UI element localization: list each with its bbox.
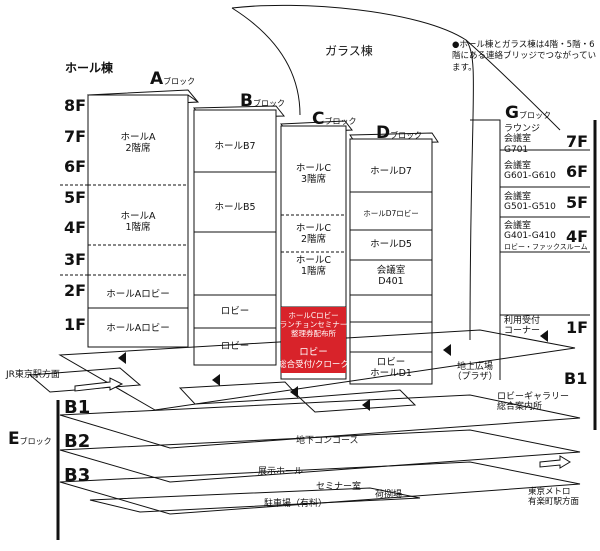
b3-plate	[59, 461, 581, 515]
glass-g-column	[470, 119, 501, 380]
block-e-label: Eブロック	[8, 429, 52, 449]
hall-c-2f-seats: ホールC 2階席	[295, 223, 332, 245]
seminar-room: セミナー室	[316, 482, 362, 492]
hall-b5: ホールB5	[214, 202, 256, 213]
hall-c-3f-seats: ホールC 3階席	[295, 163, 332, 185]
block-b-label: Bブロック	[240, 91, 285, 111]
g5-meeting: 会議室 G501-G510	[504, 192, 556, 213]
block-g-label: Gブロック	[505, 103, 551, 123]
hall-b7: ホールB7	[214, 141, 256, 152]
block-a-label: Aブロック	[150, 69, 196, 89]
bridge-note: ●ホール棟とガラス棟は4階・5階・6階にある連絡ブリッジでつながっています。	[452, 40, 597, 73]
g6-meeting: 会議室 G601-G610	[504, 161, 556, 182]
g4-meeting: 会議室 G401-G410	[504, 221, 556, 242]
floor-5f: 5F	[64, 188, 87, 207]
hall-a-2f-seats: ホールA 2階席	[120, 132, 156, 154]
hall-a-lobby-2f: ホールAロビー	[106, 289, 170, 300]
general-reception-cloak: 総合受付/クローク	[278, 360, 349, 370]
lobby-hall-d1: ロビー ホールD1	[370, 357, 412, 379]
exhibition-hall: 展示ホール	[258, 467, 304, 477]
hall-d7: ホールD7	[370, 166, 412, 177]
g-floor-b1: B1	[564, 369, 588, 388]
ground-plaza: 地上広場 （プラザ）	[452, 362, 498, 383]
b1-plate	[59, 394, 581, 449]
g-floor-6f: 6F	[566, 162, 589, 181]
g4-lobby-fax: ロビー・ファックスルーム	[504, 243, 588, 251]
reception-highlight	[281, 307, 346, 373]
hall-c-lobby-luncheon: ホールCロビー ランチョンセミナー 整理券配布所	[279, 311, 348, 338]
hall-a-lobby-1f: ホールAロビー	[106, 323, 170, 334]
b-lobby-2f: ロビー	[220, 306, 250, 317]
basement-b1: B1	[64, 397, 91, 418]
glass-building-side	[465, 39, 561, 131]
hall-building-title: ホール棟	[65, 61, 114, 75]
floor-1f: 1F	[64, 315, 87, 334]
b2-plate	[59, 429, 581, 483]
jr-tokyo-direction: JR東京駅方面	[6, 370, 60, 380]
hall-c-1f-seats: ホールC 1階席	[295, 255, 332, 277]
parking-paid: 駐車場（有料）	[264, 499, 328, 509]
floor-6f: 6F	[64, 157, 87, 176]
floor-4f: 4F	[64, 218, 87, 237]
meeting-room-d401: 会議室 D401	[376, 265, 406, 287]
hall-a-1f-seats: ホールA 1階席	[120, 211, 156, 233]
floor-8f: 8F	[64, 96, 87, 115]
g-floor-1f: 1F	[566, 318, 589, 337]
g-floor-7f: 7F	[566, 132, 589, 151]
usage-reception-corner: 利用受付 コーナー	[504, 316, 541, 337]
block-d-shape	[349, 132, 439, 385]
hall-d5: ホールD5	[370, 239, 412, 250]
block-d-label: Dブロック	[376, 123, 423, 143]
floor-3f: 3F	[64, 250, 87, 269]
block-c-label: Cブロック	[312, 109, 357, 129]
basement-b3: B3	[64, 465, 91, 486]
b-lobby-1f: ロビー	[220, 341, 250, 352]
loading-dock: 荷捌場	[375, 490, 403, 500]
underground-concourse: 地下コンコース	[296, 436, 359, 446]
glass-building-title: ガラス棟	[325, 44, 373, 58]
lobby-gallery-info: ロビーギャラリー 総合案内所	[497, 392, 570, 413]
metro-yurakucho-direction: 東京メトロ 有楽町駅方面	[528, 487, 580, 507]
g-floor-4f: 4F	[566, 227, 589, 246]
block-a-shape	[86, 89, 200, 348]
hall-d7-lobby: ホールD7ロビー	[363, 209, 419, 218]
basement-b2: B2	[64, 431, 91, 452]
floor-2f: 2F	[64, 281, 87, 300]
c-lobby: ロビー	[299, 347, 328, 358]
g-floor-5f: 5F	[566, 193, 589, 212]
block-b-shape	[192, 105, 286, 366]
g701-lounge: ラウンジ 会議室 G701	[504, 124, 541, 155]
floor-7f: 7F	[64, 127, 87, 146]
glass-building-front-curve	[231, 7, 301, 116]
